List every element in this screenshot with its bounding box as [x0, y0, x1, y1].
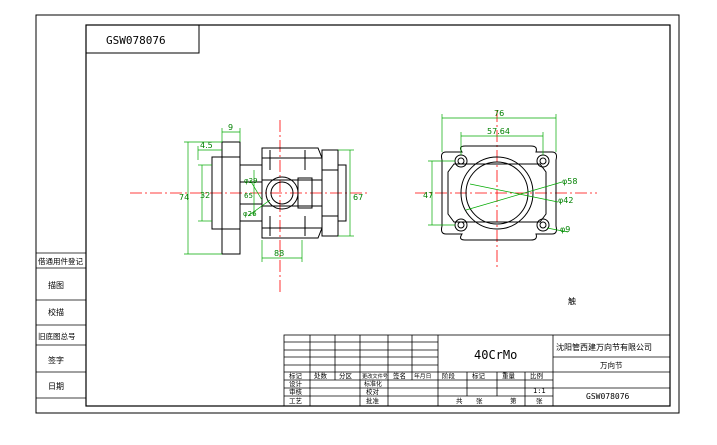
dim-26: φ26 — [243, 210, 257, 218]
left-panel-row-5: 日期 — [48, 382, 64, 391]
rev-header-0: 标记 — [289, 371, 303, 380]
end-view-dimensions — [428, 114, 569, 233]
stage-header-2: 重量 — [502, 372, 516, 380]
rev-header-2: 分区 — [339, 371, 353, 380]
rev-header-5: 年月日 — [414, 372, 431, 380]
drawing-number-top: GSW078076 — [106, 34, 166, 47]
role-1: 审核 — [289, 387, 303, 396]
dim-58: φ58 — [562, 177, 577, 186]
dim-76: 76 — [494, 109, 504, 118]
dim-9: 9 — [228, 123, 233, 132]
role-0: 设计 — [289, 379, 303, 388]
stage-header-0: 阶段 — [442, 371, 456, 380]
dim-42: φ42 — [558, 196, 573, 205]
dim-57-64: 57.64 — [487, 127, 510, 136]
role-2: 工艺 — [289, 397, 303, 405]
stage-header-3: 比例 — [530, 371, 543, 380]
left-panel-row-2: 校描 — [48, 307, 64, 317]
rev-header-1: 处数 — [314, 371, 328, 380]
sheet-this-unit: 张 — [536, 396, 543, 405]
drawing-number-box — [85, 24, 200, 54]
std-2: 批准 — [366, 396, 380, 405]
left-panel-row-1: 描图 — [48, 280, 64, 290]
left-panel-row-4: 签字 — [48, 355, 64, 365]
outer-border — [35, 14, 680, 414]
stage-header-1: 标记 — [472, 371, 486, 380]
rev-header-4: 签名 — [393, 371, 406, 380]
side-view — [211, 141, 347, 255]
dim-88: 88 — [274, 249, 284, 258]
dim-32: 32 — [200, 191, 210, 200]
sheet-total-unit: 张 — [476, 396, 483, 405]
dim-67: 67 — [353, 193, 363, 202]
centerlines — [130, 110, 597, 295]
sheet-total-label: 共 — [456, 396, 463, 405]
std-1: 校对 — [366, 387, 380, 396]
part-name-cell: 万向节 — [600, 360, 623, 370]
title-block-grid — [283, 334, 671, 407]
note-mark: 触 — [568, 296, 576, 306]
scale-cell: 1:1 — [533, 387, 546, 395]
drawing-number-cell: GSW078076 — [586, 392, 630, 401]
dim-65: 65 — [244, 192, 253, 200]
side-view-dimensions — [184, 128, 354, 262]
material-cell: 40CrMo — [474, 348, 517, 362]
end-view — [441, 145, 557, 241]
rev-header-3: 更改文件号 — [362, 372, 388, 380]
std-0: 标准化 — [364, 380, 382, 388]
left-panel — [36, 252, 86, 399]
left-panel-row-0: 借通用件登记 — [38, 256, 83, 266]
sheet-this-label: 第 — [510, 396, 517, 405]
dim-4-5: 4.5 — [200, 141, 213, 150]
left-panel-row-3: 旧底图总号 — [38, 331, 76, 341]
dim-9-hole: φ9 — [560, 225, 570, 234]
dim-74: 74 — [179, 193, 189, 202]
company-cell: 沈阳管西建万向节有限公司 — [556, 342, 652, 352]
dim-29: φ29 — [244, 177, 258, 185]
dim-47: 47 — [423, 191, 433, 200]
